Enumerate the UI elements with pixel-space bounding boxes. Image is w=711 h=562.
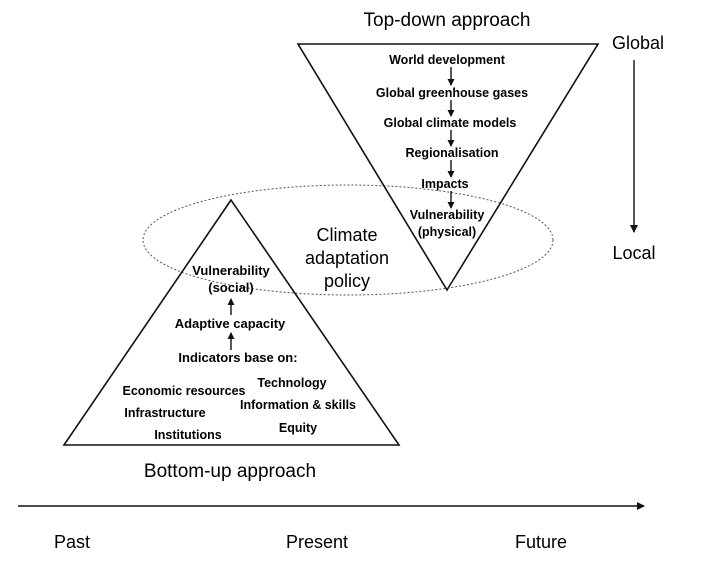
scale-local-label: Local (612, 243, 655, 263)
center-label-line3: policy (324, 271, 370, 291)
bottom-up-triangle (62, 198, 401, 446)
social-vulnerability: Vulnerability (192, 263, 270, 278)
indicator-equity: Equity (279, 421, 317, 435)
scale-global-label: Global (612, 33, 664, 53)
indicator-infrastructure: Infrastructure (124, 406, 205, 420)
step-global-climate-models: Global climate models (384, 116, 517, 130)
step-impacts: Impacts (421, 177, 468, 191)
adaptive-capacity: Adaptive capacity (175, 316, 286, 331)
step-world-development: World development (389, 53, 506, 67)
social-vulnerability-sub: (social) (208, 280, 254, 295)
center-label-line1: Climate (316, 225, 377, 245)
step-vulnerability-physical: Vulnerability (410, 208, 485, 222)
indicator-information: Information & skills (240, 398, 356, 412)
top-down-title: Top-down approach (364, 10, 531, 31)
timeline-present: Present (286, 532, 348, 552)
indicator-institutions: Institutions (154, 428, 221, 442)
adaptation-policy-ellipse (142, 184, 554, 296)
indicator-technology: Technology (257, 376, 326, 390)
center-label-line2: adaptation (305, 248, 389, 268)
timeline-past: Past (54, 532, 90, 552)
timeline-future: Future (515, 532, 567, 552)
top-down-triangle (296, 43, 600, 292)
indicator-economic: Economic resources (123, 384, 246, 398)
bottom-up-title: Bottom-up approach (144, 461, 316, 482)
step-vulnerability-physical-sub: (physical) (418, 225, 476, 239)
indicators-heading: Indicators base on: (178, 350, 297, 365)
step-global-greenhouse-gases: Global greenhouse gases (376, 86, 528, 100)
step-regionalisation: Regionalisation (405, 146, 498, 160)
